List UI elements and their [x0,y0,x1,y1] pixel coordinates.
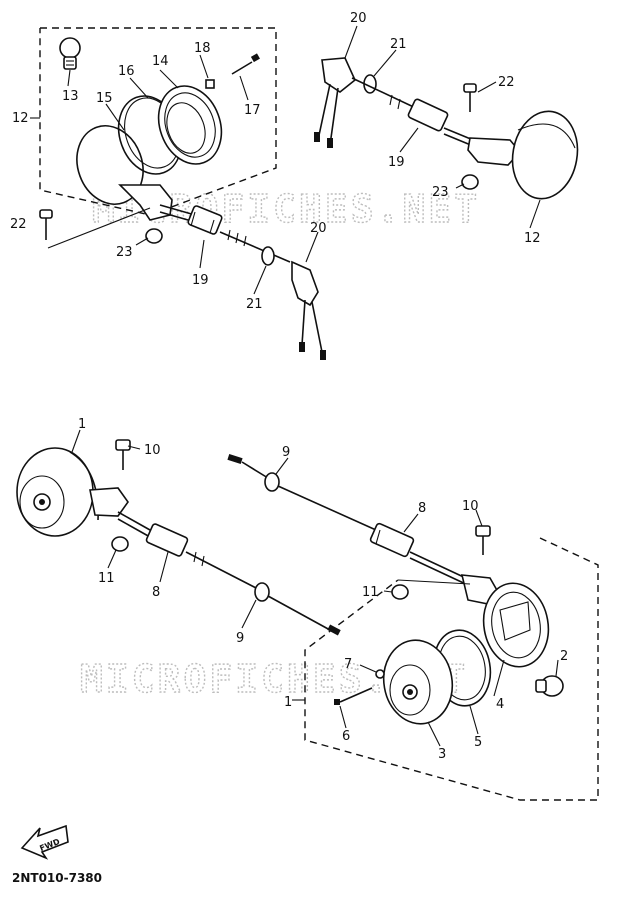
dashed-group-outline [39,27,277,216]
callout-22-right: 22 [498,75,515,90]
callout-23-left: 23 [116,245,133,260]
callout-18: 18 [194,41,211,56]
turn-signal-lens-icon [382,639,454,725]
callout-7: 7 [344,657,352,672]
turn-signal-lens-icon [16,447,99,537]
callout-12-left: 12 [12,111,29,126]
mounting-bracket [89,487,129,517]
wire-connector-icon [369,522,415,558]
nut-icon [391,584,409,600]
bolt-icon [115,439,131,470]
grommet-icon [254,582,270,602]
bottom-right-flasher-assembly [227,453,599,801]
mounting-bracket [467,137,522,166]
callout-23-right: 23 [432,185,449,200]
wire-connector-icon [187,205,223,235]
wire-connector-icon [145,523,189,557]
wire-lead [317,83,331,141]
rubber-boot [291,260,319,307]
callout-10-right: 10 [462,499,479,514]
wire-lead [301,299,306,346]
wire-lead [329,87,339,146]
grommet-icon [264,472,280,492]
callout-6: 6 [342,729,350,744]
bolt-icon [334,687,373,705]
callout-19-right: 19 [388,155,405,170]
bottom-left-flasher-assembly [16,429,341,636]
callout-1-top: 1 [78,417,86,432]
wire-terminal [320,350,326,360]
callout-5: 5 [474,735,482,750]
wire-terminal [314,132,320,142]
top-left-flasher-assembly [30,27,326,360]
nut-icon [111,536,129,552]
wire-terminal [299,342,305,352]
callout-12-right: 12 [524,231,541,246]
callout-labels: 13 16 14 18 15 17 12 22 23 19 20 21 20 2… [10,11,568,762]
callout-3: 3 [438,747,446,762]
callout-22-left: 22 [10,217,27,232]
callout-8-left: 8 [152,585,160,600]
wire-terminal [327,624,341,636]
wire-terminal [227,453,243,465]
bolt-icon [475,525,491,555]
flasher-housing [157,85,223,165]
wire-lead [311,301,323,353]
callout-20-left: 20 [310,221,327,236]
callout-15: 15 [96,91,113,106]
callout-9-top: 9 [282,445,290,460]
callout-11-left: 11 [98,571,115,586]
callout-9-bottom: 9 [236,631,244,646]
bolt-icon [39,209,53,240]
callout-2: 2 [560,649,568,664]
flasher-housing [482,582,550,668]
diagram-code: 2NT010-7380 [12,871,102,885]
nut-icon [205,79,215,89]
callout-4: 4 [496,697,504,712]
bolt-icon [231,53,260,75]
callout-10-left: 10 [144,443,161,458]
top-right-flasher-assembly [314,25,579,229]
callout-20-right: 20 [350,11,367,26]
turn-signal-lens-icon [511,110,579,200]
nut-icon [145,228,163,244]
fwd-arrow-icon: FWD [20,824,69,860]
callout-8-right: 8 [418,501,426,516]
callout-17: 17 [244,103,261,118]
callout-13: 13 [62,89,79,104]
bolt-icon [463,83,477,112]
dashed-group-outline [304,537,599,801]
callout-21-left: 21 [246,297,263,312]
nut-icon [461,174,479,190]
wire-connector-icon [407,98,449,132]
grommet-icon [261,246,275,266]
callout-1-bottom: 1 [284,695,292,710]
bulb-icon [59,37,81,70]
bulb-icon [535,675,564,697]
rubber-boot [321,57,356,93]
callout-16: 16 [118,64,135,79]
callout-19-left: 19 [192,273,209,288]
callout-14: 14 [152,54,169,69]
nut-icon [375,669,385,679]
callout-21-right: 21 [390,37,407,52]
wire-terminal [327,138,333,148]
callout-11-right: 11 [362,585,379,600]
